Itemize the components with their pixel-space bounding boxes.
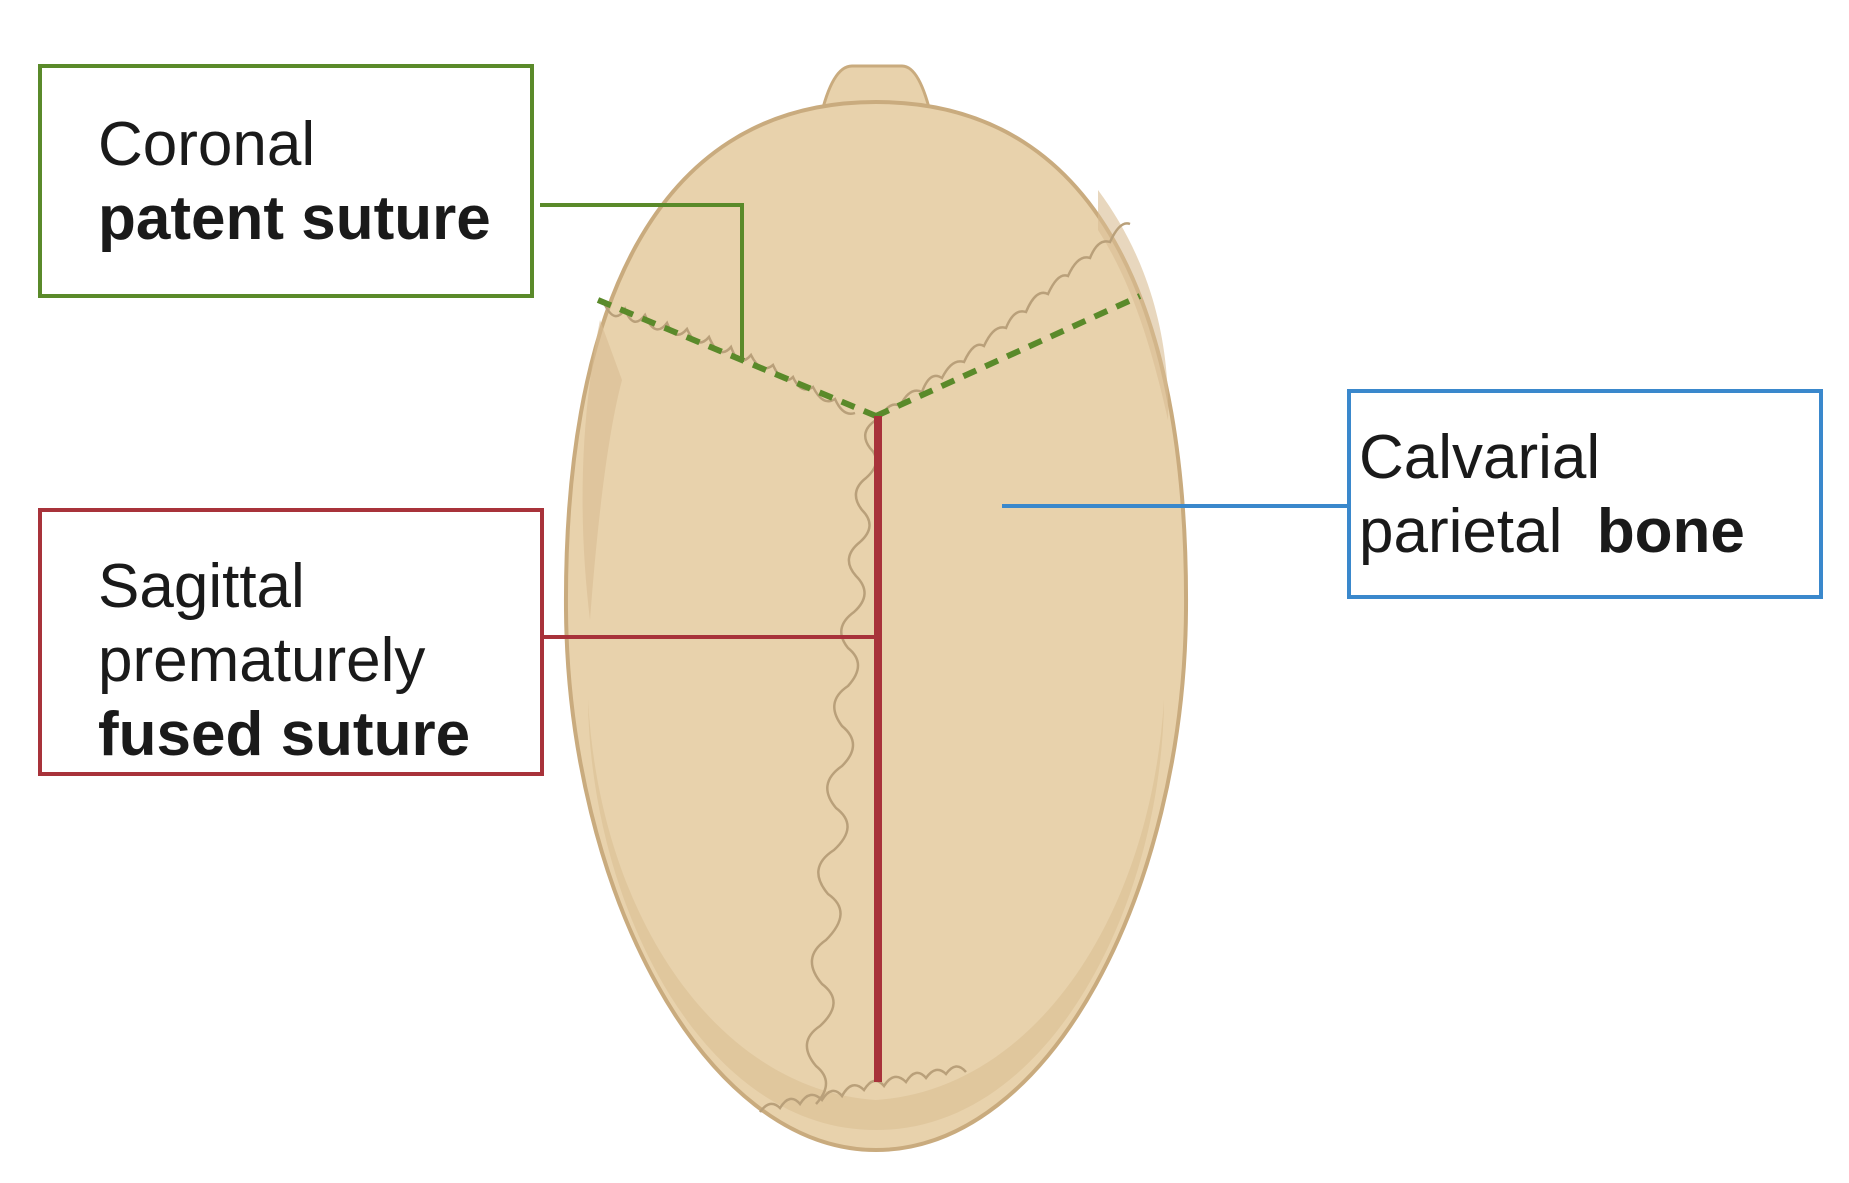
coronal-suture-right [874,293,1142,419]
coronal-leader-line [540,203,744,362]
coronal-label-line1: Coronal [98,110,316,179]
sagittal-label-line1: Sagittal [98,552,305,621]
skull-right-shade [1098,190,1169,420]
sagittal-label-box: Sagittal prematurely fused suture [38,508,544,776]
skull-left-shade [582,320,622,620]
calvarial-label-box: Calvarial parietal bone [1347,389,1823,599]
lambdoid-suture-texture [758,1065,967,1113]
calvarial-label-line2-bold: bone [1596,497,1745,566]
coronal-label-box: Coronal patent suture [38,64,534,298]
sagittal-label-line3: fused suture [98,700,471,769]
coronal-suture-texture-left [603,304,856,415]
calvarial-label-line2-wrap: parietal bone [1359,495,1819,569]
sagittal-label-line2: prematurely [98,626,426,695]
sagittal-suture-texture [805,418,878,1105]
calvarial-label-line1: Calvarial [1359,423,1601,492]
coronal-suture-left [596,297,878,419]
calvarial-label-line2: parietal [1359,497,1563,566]
coronal-label-line2: patent suture [98,184,491,253]
